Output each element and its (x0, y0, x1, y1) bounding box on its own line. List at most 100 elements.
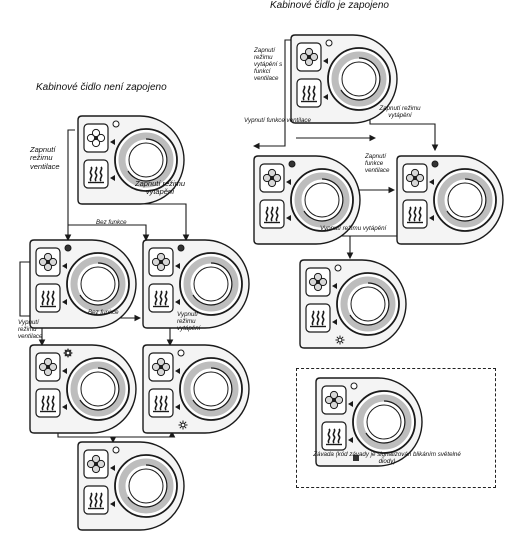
heating-arrow-indicator (62, 299, 67, 305)
knob-arc (365, 400, 406, 444)
fan-icon (405, 168, 425, 188)
panel-heating-on (142, 239, 250, 329)
heating-arrow-indicator (348, 437, 353, 443)
status-led (334, 264, 342, 272)
label-function-on: Zapnutí funkce ventilace (365, 153, 390, 174)
ventilation-arrow-indicator (62, 368, 67, 374)
knob-center (80, 371, 116, 407)
control-panels (29, 34, 504, 531)
label-heat-off: Vypnutí režimu vytápění (177, 311, 201, 332)
heat-icon (88, 492, 104, 510)
fan-icon (86, 454, 106, 474)
panel-base-not-connected (77, 115, 185, 205)
connector-no-function-top (68, 224, 150, 242)
fault-led (353, 455, 359, 461)
label-heat-mode-on-right: Zapnutí režimu vytápění (379, 105, 421, 119)
status-led (350, 382, 358, 390)
panel-base-connected (290, 34, 398, 124)
knob-center (447, 182, 483, 218)
panel-ventilation-off (29, 344, 137, 434)
knob-scale-ring (437, 172, 493, 228)
label-vent-on: Zapnutí režimu ventilace (30, 145, 60, 171)
knob-center (350, 286, 386, 322)
panel-fault (315, 377, 423, 467)
heating-arrow-indicator (429, 215, 434, 221)
knob-center (341, 61, 377, 97)
ventilation-arrow-indicator (332, 283, 337, 289)
heat-icon (264, 206, 280, 224)
ventilation-arrow-indicator (286, 179, 291, 185)
heat-icon (153, 395, 169, 413)
knob-arc (127, 138, 168, 182)
heating-arrow-indicator (175, 404, 180, 410)
heat-icon (326, 428, 342, 446)
knob-scale-ring (118, 458, 174, 514)
ventilation-arrow-indicator (110, 465, 115, 471)
heating-arrow-indicator (110, 501, 115, 507)
status-led (177, 244, 185, 252)
knob-scale-ring (331, 51, 387, 107)
knob-center (128, 468, 164, 504)
ventilation-arrow-indicator (429, 179, 434, 185)
ventilation-arrow-indicator (323, 58, 328, 64)
fan-icon (151, 357, 171, 377)
heating-arrow-indicator (323, 94, 328, 100)
knob-center (366, 404, 402, 440)
knob-arc (192, 262, 233, 306)
knob-center (193, 266, 229, 302)
fault-indicator-box (296, 368, 496, 488)
knob-center (128, 142, 164, 178)
fan-icon (324, 390, 344, 410)
label-no-function-bottom: Bez funkce (88, 309, 119, 316)
knob-scale-ring (183, 256, 239, 312)
status-led (112, 446, 120, 454)
knob-center (193, 371, 229, 407)
heating-arrow-indicator (332, 319, 337, 325)
heat-icon (301, 85, 317, 103)
led-blink-bottom-icon (335, 335, 345, 345)
knob-arc (79, 262, 120, 306)
heating-arrow-indicator (286, 215, 291, 221)
label-vent-off: Vypnutí režimu ventilace (18, 319, 43, 340)
knob-scale-ring (356, 394, 412, 450)
heat-icon (407, 206, 423, 224)
led-blink-top-icon (63, 348, 73, 358)
knob-arc (79, 367, 120, 411)
ventilation-arrow-indicator (175, 368, 180, 374)
heating-arrow-indicator (175, 299, 180, 305)
fan-icon (308, 272, 328, 292)
label-heat-on: Zapnutí režimu vytápění (134, 179, 186, 197)
knob-arc (446, 178, 487, 222)
knob-scale-ring (70, 361, 126, 417)
knob-arc (340, 57, 381, 101)
label-heat-on-with-vent: Zapnutí režimu vytápění s funkcí ventila… (254, 47, 283, 82)
connector-vent-on (64, 129, 75, 242)
knob-center (304, 182, 340, 218)
fan-icon (86, 128, 106, 148)
heat-icon (88, 166, 104, 184)
status-led (325, 39, 333, 47)
fan-icon (262, 168, 282, 188)
fan-icon (299, 47, 319, 67)
fan-icon (151, 252, 171, 272)
led-blink-bottom-icon (178, 420, 188, 430)
ventilation-arrow-indicator (348, 401, 353, 407)
connector-heat-with-vent (252, 39, 291, 150)
panel-heating-off (142, 344, 250, 434)
status-led (64, 244, 72, 252)
knob-scale-ring (294, 172, 350, 228)
status-led (288, 160, 296, 168)
label-no-function-top: Bez funkce (96, 219, 127, 226)
label-fault-note: Závada (kód závady je signalizován bliká… (313, 451, 461, 465)
status-led (431, 160, 439, 168)
fan-icon (38, 252, 58, 272)
panel-final-not-connected (77, 441, 185, 531)
ventilation-arrow-indicator (110, 139, 115, 145)
ventilation-arrow-indicator (62, 263, 67, 269)
status-led (112, 120, 120, 128)
knob-arc (349, 282, 390, 326)
panel-heat-mode (396, 155, 504, 245)
heat-icon (310, 310, 326, 328)
label-vent-function-off: Vypnutí funkce ventilace (244, 117, 311, 124)
